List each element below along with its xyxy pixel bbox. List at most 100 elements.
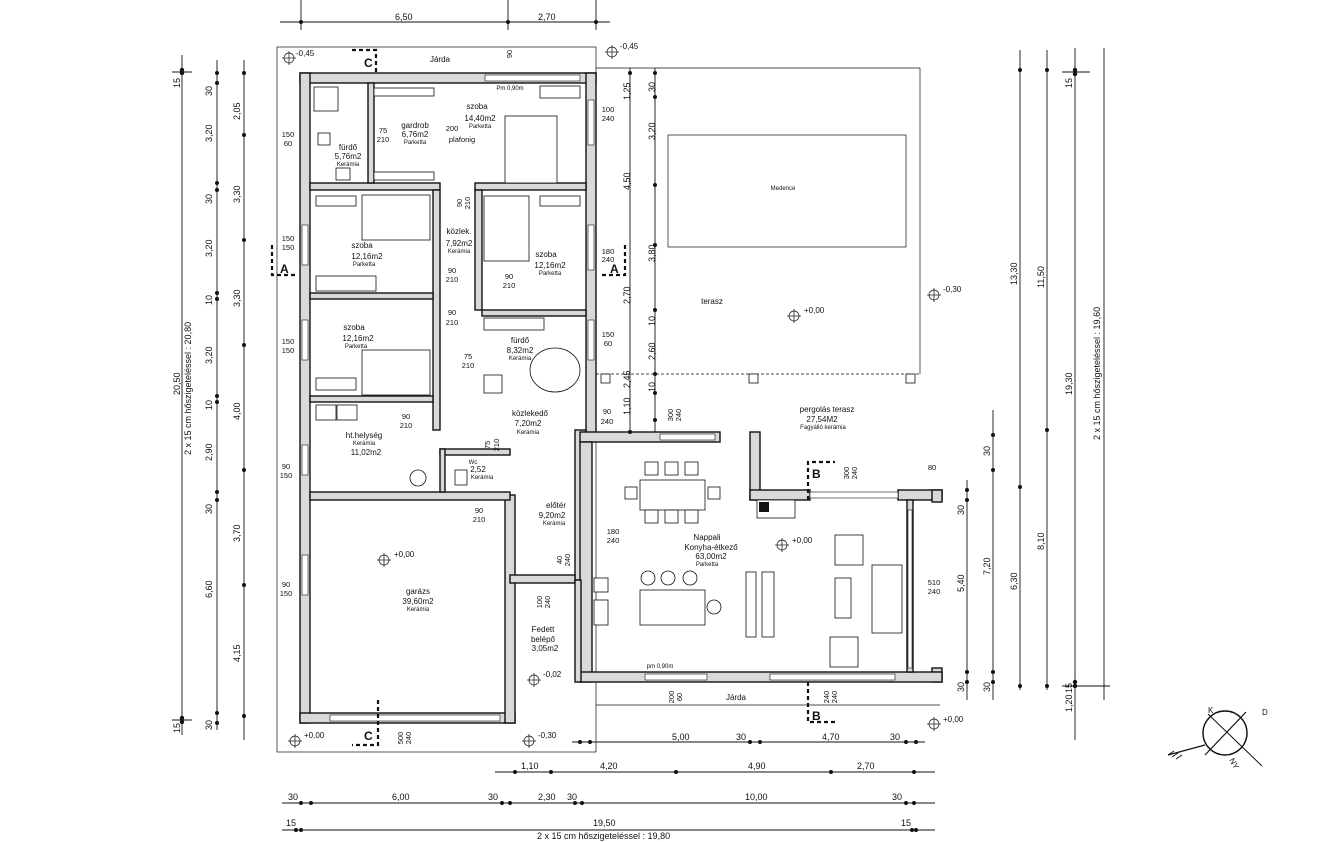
room-terasz-name: terasz xyxy=(701,297,723,306)
door-7b: 210 xyxy=(446,275,459,284)
svg-text:10: 10 xyxy=(647,382,657,392)
dim-top-b: 2,70 xyxy=(538,12,556,22)
room-szoba2-name: szoba xyxy=(351,241,373,250)
section-c-bottom: C xyxy=(364,729,373,743)
svg-text:+0,00: +0,00 xyxy=(394,550,415,559)
room-kozlekedo-name: közlekedő xyxy=(512,409,549,418)
svg-text:4,50: 4,50 xyxy=(622,172,632,190)
svg-text:6,30: 6,30 xyxy=(1009,572,1019,590)
room-eloter-area: 9,20m2 xyxy=(539,511,566,520)
door-2b: 240 xyxy=(602,114,615,123)
room-furdo1-name: fürdő xyxy=(339,143,358,152)
level-marker-6: +0,00 xyxy=(775,536,813,552)
svg-text:15: 15 xyxy=(286,818,296,828)
door-18b: 210 xyxy=(473,515,486,524)
dim-bottom-total: 2 x 15 cm hőszigeteléssel : 19,80 xyxy=(537,831,670,841)
svg-text:3,20: 3,20 xyxy=(204,239,214,257)
svg-text:2,05: 2,05 xyxy=(232,102,242,120)
room-gardrob-floor: Parketta xyxy=(404,140,427,146)
svg-text:10: 10 xyxy=(204,400,214,410)
room-furdo2-area: 8,32m2 xyxy=(507,346,534,355)
room-htelyseg-name: ht.helység xyxy=(346,431,382,440)
door-14b: 210 xyxy=(400,421,413,430)
door-4a: 90 xyxy=(455,199,464,207)
door-6b: 240 xyxy=(602,255,615,264)
level-marker-10: +0,00 xyxy=(927,715,964,731)
svg-text:-0,45: -0,45 xyxy=(620,42,639,51)
room-furdo1-floor: Kerámia xyxy=(337,162,360,168)
svg-text:1,25: 1,25 xyxy=(622,82,632,100)
compass-ny: NY xyxy=(1227,757,1241,772)
level-marker-3: -0,30 xyxy=(927,285,962,302)
door-labels: 75 210 100 240 150 60 150 150 180 240 90… xyxy=(280,105,941,598)
door-17a: 300 xyxy=(666,409,675,422)
room-szoba4-name: szoba xyxy=(343,323,365,332)
compass-d: D xyxy=(1262,708,1268,717)
door-5b: 150 xyxy=(282,243,295,252)
room-garazs-name: garázs xyxy=(406,587,430,596)
door-15b: 150 xyxy=(280,471,293,480)
door-3b: 60 xyxy=(284,139,292,148)
room-szoba4-floor: Parketta xyxy=(345,344,368,350)
room-garazs-floor: Kerámia xyxy=(407,607,430,613)
door-21b: 150 xyxy=(280,589,293,598)
room-szoba2-area: 12,16m2 xyxy=(351,252,383,261)
room-szoba3-name: szoba xyxy=(535,250,557,259)
svg-text:30: 30 xyxy=(204,720,214,730)
door-28b: 240 xyxy=(404,732,413,745)
svg-text:2,70: 2,70 xyxy=(857,761,875,771)
door-8a: 90 xyxy=(505,272,513,281)
door-1a: 75 xyxy=(379,126,387,135)
door-6a: 180 xyxy=(602,247,615,256)
room-kozlekedo-floor: Kerámia xyxy=(517,430,540,436)
svg-text:30: 30 xyxy=(204,194,214,204)
door-8b: 210 xyxy=(503,281,516,290)
svg-text:2,60: 2,60 xyxy=(647,342,657,360)
label-pm: Pm 0,90m xyxy=(496,86,523,92)
svg-text:+0,00: +0,00 xyxy=(943,715,964,724)
door-11b: 60 xyxy=(604,339,612,348)
door-18a: 90 xyxy=(475,506,483,515)
svg-text:15: 15 xyxy=(172,723,182,733)
door-16a: 75 xyxy=(483,441,492,449)
svg-text:-0,45: -0,45 xyxy=(296,49,315,58)
svg-text:30: 30 xyxy=(488,792,498,802)
room-kozlek-floor: Kerámia xyxy=(448,249,471,255)
walls xyxy=(299,72,943,724)
room-pergolas-area: 27,54M2 xyxy=(806,415,838,424)
door-15a: 90 xyxy=(282,462,290,471)
svg-text:+0,00: +0,00 xyxy=(304,731,325,740)
door-14a: 90 xyxy=(402,412,410,421)
section-b-bottom: B xyxy=(812,709,821,723)
svg-text:2,90: 2,90 xyxy=(204,443,214,461)
room-nappali-floor: Parketta xyxy=(696,562,719,568)
svg-text:10,00: 10,00 xyxy=(745,792,768,802)
level-marker-9: -0,30 xyxy=(522,731,557,748)
svg-text:1,10: 1,10 xyxy=(521,761,539,771)
room-garazs-area: 39,60m2 xyxy=(402,597,434,606)
svg-text:19,50: 19,50 xyxy=(593,818,616,828)
svg-text:3,70: 3,70 xyxy=(232,524,242,542)
door-13a: 90 xyxy=(603,407,611,416)
room-wc-area: 2,52 xyxy=(470,465,486,474)
svg-text:7,20: 7,20 xyxy=(982,557,992,575)
door-3a: 150 xyxy=(282,130,295,139)
level-marker-8: +0,00 xyxy=(288,731,325,748)
mid-dimensions: 1,25 3,20 4,50 3,80 2,70 2,60 2,45 1,10 … xyxy=(622,68,657,434)
svg-text:2,30: 2,30 xyxy=(538,792,556,802)
door-labels-vertical: 90 210 75 210 300 240 40 240 100 240 300… xyxy=(396,50,859,744)
label-door200: 200 xyxy=(446,124,459,133)
room-gardrob-area: 6,76m2 xyxy=(402,130,429,139)
svg-text:13,30: 13,30 xyxy=(1009,262,1019,285)
dim-left-outer: 20,50 xyxy=(172,372,182,395)
door-24a: 80 xyxy=(928,463,936,472)
svg-text:30: 30 xyxy=(982,446,992,456)
door-13b: 240 xyxy=(601,417,614,426)
door-4b: 210 xyxy=(463,197,472,210)
room-pergolas-name: pergolás terasz xyxy=(800,405,855,414)
svg-text:3,30: 3,30 xyxy=(232,289,242,307)
label-platonig: plafonig xyxy=(449,135,475,144)
svg-text:-0,30: -0,30 xyxy=(943,285,962,294)
room-nappali-area: 63,00m2 xyxy=(695,552,727,561)
room-kozlek-name: közlek. xyxy=(447,227,472,236)
